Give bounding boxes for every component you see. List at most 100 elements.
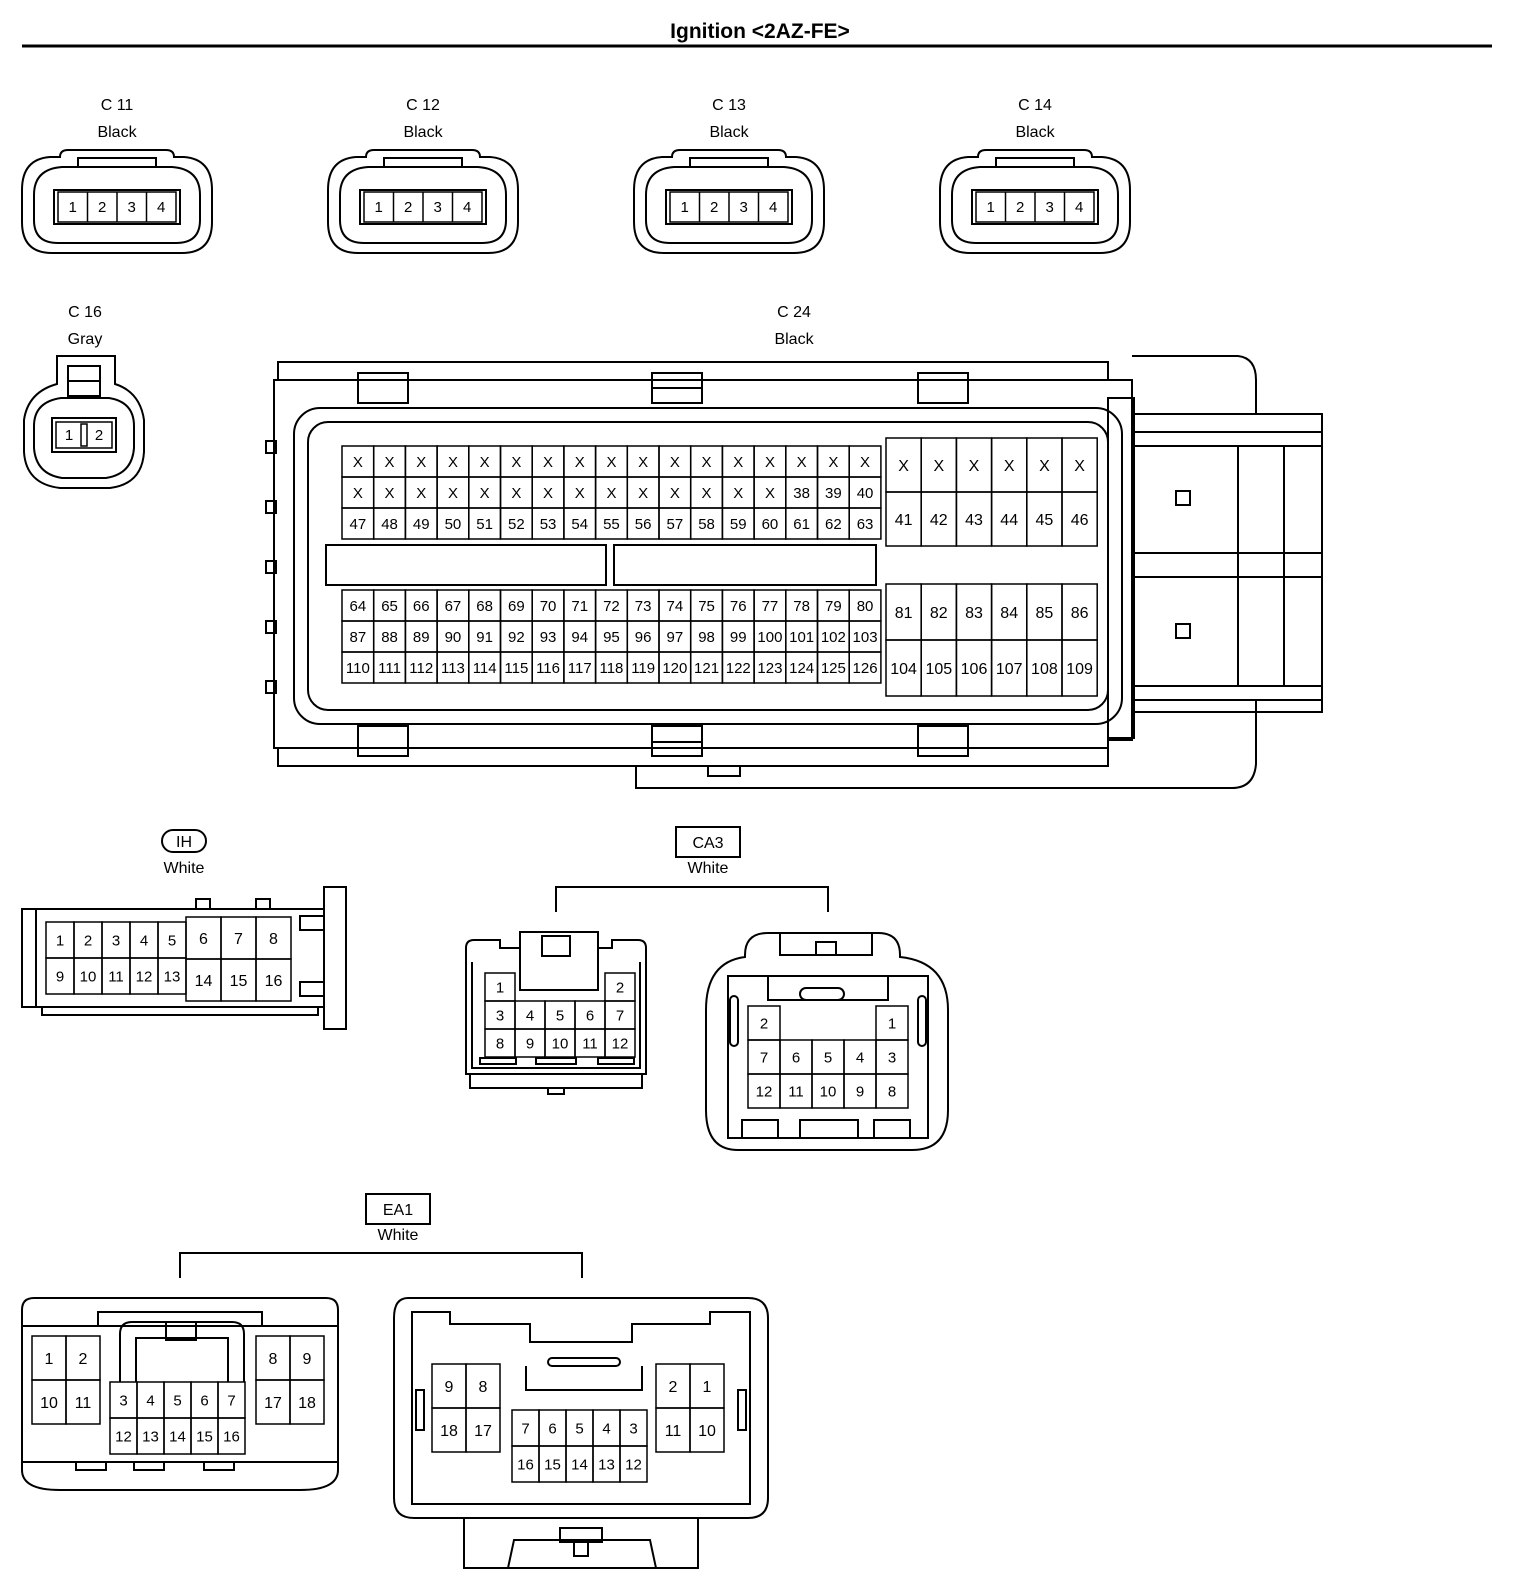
- pin-label: 6: [586, 1007, 594, 1024]
- pin-label: 61: [793, 516, 810, 533]
- pin-label: 11: [665, 1423, 682, 1440]
- pin-label: X: [606, 485, 616, 502]
- pin-label: 58: [698, 516, 715, 533]
- pin-label: 3: [629, 1420, 637, 1437]
- pin-label: 3: [496, 1007, 504, 1024]
- pin-label: 8: [888, 1083, 896, 1100]
- pin-label: 109: [1066, 661, 1093, 678]
- connector-c16: C 16 Gray 1 2: [23, 304, 145, 489]
- pin-label: 42: [930, 512, 948, 529]
- pin-label: 2: [79, 1351, 88, 1368]
- pin-label: 9: [526, 1035, 534, 1052]
- connector-ca3-bracket: [555, 886, 829, 912]
- pin-label: 93: [540, 629, 557, 646]
- pin-label: 4: [463, 199, 471, 216]
- pin-cell: [289, 1379, 325, 1425]
- pin-label: 1: [888, 1015, 896, 1032]
- pin-label: 4: [1075, 199, 1083, 216]
- pin-label: 7: [616, 1007, 624, 1024]
- pin-label: 62: [825, 516, 842, 533]
- pin-label: 2: [1016, 199, 1024, 216]
- pin-label: 96: [635, 629, 652, 646]
- pin-label: 16: [223, 1428, 240, 1445]
- pin-label: 9: [856, 1083, 864, 1100]
- pin-label: X: [353, 485, 363, 502]
- pin-label: 18: [298, 1395, 316, 1412]
- pin-label: 2: [84, 932, 92, 949]
- pin-label: X: [670, 485, 680, 502]
- pin-label: 13: [598, 1456, 615, 1473]
- connector-c11-code: C 11: [101, 97, 134, 114]
- connector-c13-pins: 1 2 3 4: [669, 191, 789, 223]
- connector-c13: C 13 Black 1 2 3 4: [633, 97, 825, 254]
- pin-label: 7: [760, 1049, 768, 1066]
- pin-label: 88: [381, 629, 398, 646]
- pin-label: 100: [757, 629, 782, 646]
- pin-label: 124: [789, 660, 814, 677]
- pin-label: 4: [526, 1007, 534, 1024]
- pin-label: 66: [413, 598, 430, 615]
- pin-label: X: [385, 485, 395, 502]
- pin-label: X: [511, 485, 521, 502]
- pin-label: 10: [698, 1423, 716, 1440]
- pin-label: 14: [571, 1456, 588, 1473]
- pin-label: 105: [925, 661, 952, 678]
- pin-label: 74: [667, 598, 684, 615]
- pin-label: 6: [200, 1392, 208, 1409]
- connector-c12: C 12 Black 1 2 3 4: [327, 97, 519, 254]
- pin-label: X: [416, 454, 426, 471]
- pin-label: 43: [965, 512, 983, 529]
- connector-c11-color: Black: [97, 124, 137, 141]
- pin-label: X: [385, 454, 395, 471]
- pin-label: 8: [269, 1351, 278, 1368]
- pin-label: 2: [95, 427, 103, 444]
- pin-label: 8: [496, 1035, 504, 1052]
- pin-cell: [217, 1417, 246, 1455]
- pin-label: 63: [857, 516, 874, 533]
- pin-label: 6: [199, 931, 208, 948]
- connector-ih-code: IH: [176, 834, 192, 851]
- pin-cell: [255, 958, 292, 1002]
- pin-label: 8: [269, 931, 278, 948]
- pin-label: 2: [616, 979, 624, 996]
- pin-label: 18: [440, 1423, 458, 1440]
- pin-label: 17: [474, 1423, 492, 1440]
- pin-label: 10: [80, 968, 97, 985]
- pin-label: 55: [603, 516, 620, 533]
- connector-ea1-badge: [365, 1193, 431, 1225]
- pin-label: 12: [612, 1035, 629, 1052]
- pin-label: 67: [445, 598, 462, 615]
- pin-label: 11: [108, 968, 124, 985]
- pin-label: 5: [173, 1392, 181, 1409]
- connector-ea1-bracket: [179, 1252, 583, 1278]
- pin-label: 5: [824, 1049, 832, 1066]
- pin-label: 112: [409, 660, 433, 677]
- pin-label: 15: [196, 1428, 213, 1445]
- pin-label: 116: [536, 660, 560, 677]
- pin-label: 118: [599, 660, 623, 677]
- connector-c13-code: C 13: [712, 97, 746, 114]
- pin-label: X: [702, 485, 712, 502]
- page-title: Ignition <2AZ-FE>: [670, 20, 850, 43]
- pin-label: 56: [635, 516, 652, 533]
- pin-label: X: [702, 454, 712, 471]
- pin-label: 6: [548, 1420, 556, 1437]
- pin-label: X: [638, 454, 648, 471]
- pin-label: 14: [195, 973, 213, 990]
- pin-label: 4: [769, 199, 777, 216]
- pin-label: 87: [350, 629, 367, 646]
- pin-cell: [619, 1445, 648, 1483]
- pin-label: 101: [789, 629, 814, 646]
- pin-label: 49: [413, 516, 430, 533]
- connector-c16-pins: 1 2: [55, 421, 113, 449]
- pin-label: X: [969, 458, 980, 475]
- pin-label: X: [638, 485, 648, 502]
- pin-label: 7: [521, 1420, 529, 1437]
- pin-label: 11: [788, 1083, 804, 1100]
- pin-label: 9: [445, 1379, 454, 1396]
- pin-label: 115: [504, 660, 528, 677]
- pin-label: 15: [544, 1456, 561, 1473]
- pin-label: 3: [1046, 199, 1054, 216]
- pin-label: 11: [75, 1395, 92, 1412]
